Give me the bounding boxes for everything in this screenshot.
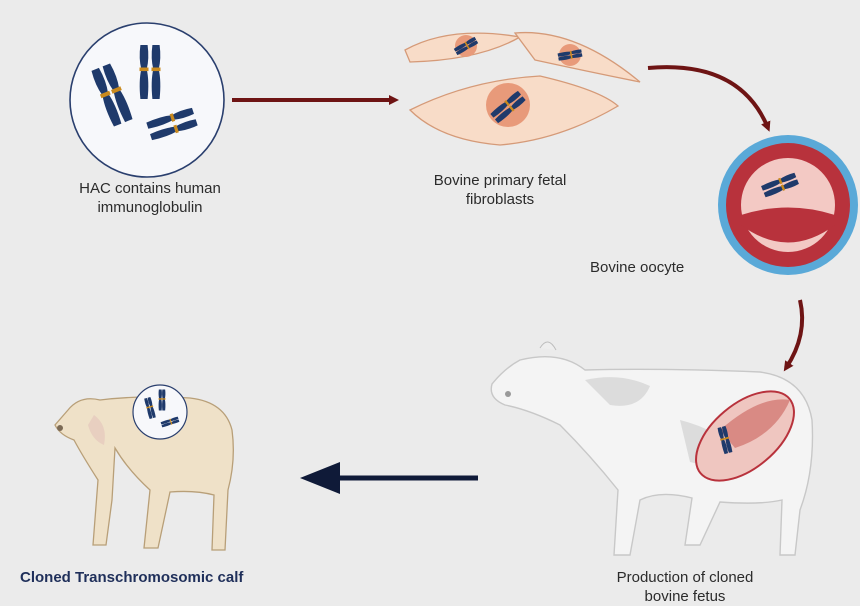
fibroblast-cells [405, 33, 640, 145]
calf-illustration [55, 385, 233, 550]
arrow-cow-to-calf [300, 462, 478, 494]
fibroblasts-label: Bovine primary fetal fibroblasts [400, 171, 600, 209]
fetus-label: Production of cloned bovine fetus [580, 568, 790, 606]
cow-illustration [491, 342, 812, 555]
arrow-fibroblasts-to-oocyte [648, 67, 768, 128]
oocyte-label: Bovine oocyte [590, 258, 710, 277]
hac-cell [70, 23, 224, 177]
calf-label: Cloned Transchromosomic calf [20, 568, 310, 587]
bovine-oocyte [718, 135, 858, 275]
arrow-oocyte-to-cow [786, 300, 802, 368]
hac-label: HAC contains human immunoglobulin [45, 179, 255, 217]
